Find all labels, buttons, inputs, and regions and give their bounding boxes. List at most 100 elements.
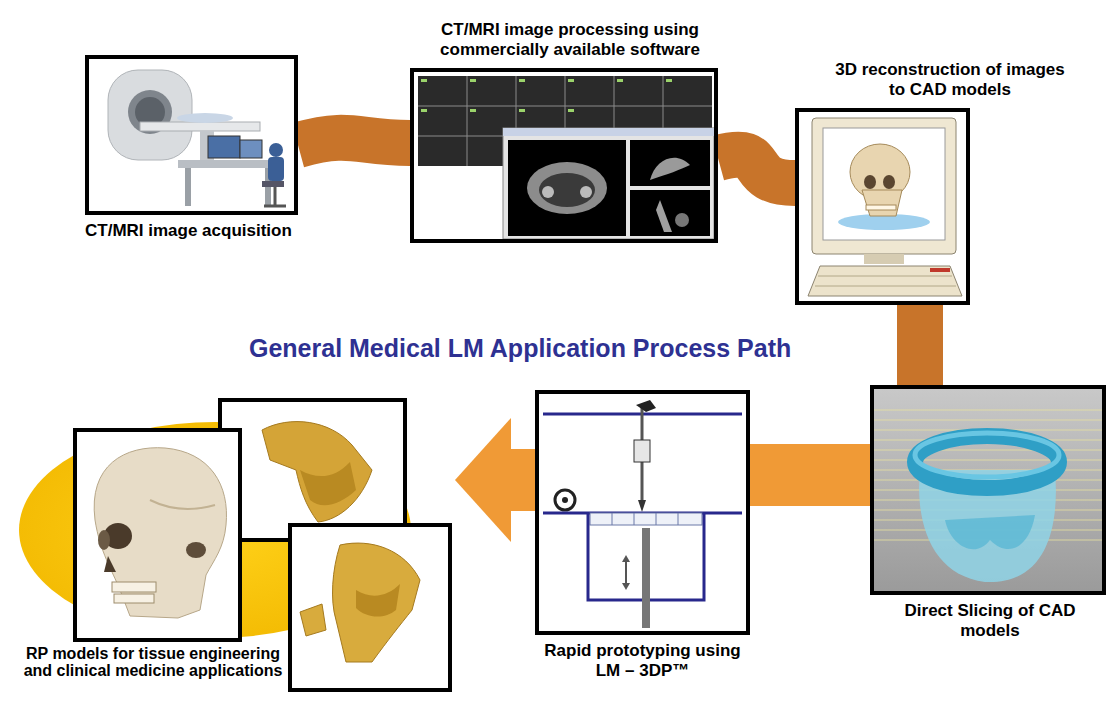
ct-scanner-picture-part: [185, 168, 191, 206]
model-gallery-part: [98, 530, 110, 550]
computer-picture-part: [930, 268, 950, 272]
software-screens-picture-part: [503, 128, 714, 239]
flow-band: [718, 155, 795, 183]
computer-picture: [795, 108, 970, 305]
printer-schematic: [535, 390, 750, 635]
software-screens-picture-part: [542, 186, 554, 198]
model-gallery-part: [114, 594, 154, 603]
software-screens-picture-part: [421, 79, 672, 112]
software-screens-picture-part: [503, 128, 714, 136]
ct-scanner-picture-part: [269, 143, 283, 157]
software-screens-picture-part-part: [470, 79, 476, 82]
ct-scanner-picture-part: [264, 205, 286, 208]
flow-band: [455, 418, 535, 542]
model-gallery-part: [290, 525, 450, 690]
sliced-model-picture-part: [915, 433, 1059, 477]
step-caption: RP models for tissue engineering and cli…: [22, 645, 284, 679]
printer-schematic-part: [636, 400, 656, 412]
software-screens-picture-part-part: [467, 76, 468, 166]
printer-schematic-part: [634, 440, 650, 462]
printer-schematic-part-part: [678, 513, 679, 525]
ct-scanner-picture: [85, 55, 298, 215]
image-frame: CT/MRI image acquisition: [85, 55, 298, 215]
printer-schematic-part-part: [634, 513, 635, 525]
software-screens-picture-part-part: [568, 79, 574, 82]
software-screens-picture: [410, 68, 718, 243]
model-gallery-part: [104, 556, 116, 572]
computer-picture-part: [866, 205, 896, 210]
diagram-title: General Medical LM Application Process P…: [249, 334, 791, 363]
printer-schematic-part: [622, 555, 630, 562]
sliced-model-picture: [870, 385, 1106, 595]
software-screens-picture-part: [527, 162, 607, 214]
software-screens-picture-part: [580, 186, 592, 198]
ct-scanner-picture-part: [208, 136, 240, 158]
ct-scanner-picture-part: [85, 55, 298, 215]
flow-band-body: [718, 155, 795, 183]
software-screens-picture-part-part: [418, 106, 712, 107]
software-screens-picture-part-part: [421, 109, 427, 112]
sliced-model-picture-part: [945, 515, 1035, 549]
model-gallery-part: [75, 430, 240, 640]
model-gallery-part: [262, 422, 372, 522]
ct-scanner-picture-part: [178, 160, 278, 168]
computer-picture-part: [823, 128, 945, 240]
computer-picture-part: [812, 118, 956, 254]
step-caption: CT/MRI image processing using commercial…: [405, 20, 735, 60]
step-caption: Direct Slicing of CAD models: [890, 601, 1090, 641]
model-gallery: [19, 400, 450, 690]
model-gallery-part: [150, 500, 215, 509]
computer-picture-part: [795, 108, 970, 305]
flow-band: [920, 305, 921, 385]
ct-scanner-picture-part: [274, 187, 277, 205]
printer-schematic-part: [612, 513, 678, 525]
ct-scanner-picture-part: [108, 70, 192, 160]
printer-schematic-part: [625, 560, 627, 585]
sliced-model-picture-part: [915, 436, 1059, 488]
flow-band-body: [750, 444, 870, 506]
computer-picture-part-part: [818, 276, 952, 277]
image-frame: Rapid prototyping using LM – 3DP™: [535, 390, 750, 635]
flow-band-body: [897, 305, 943, 385]
model-gallery-part: [220, 400, 405, 540]
ct-scanner-picture-part: [240, 140, 262, 158]
printer-schematic-part: [642, 528, 650, 628]
model-gallery-part: [186, 542, 206, 558]
model-gallery-part: [300, 604, 326, 636]
model-gallery-part: [300, 462, 356, 505]
step-caption: CT/MRI image acquisition: [85, 221, 405, 241]
software-screens-picture-part-part: [519, 79, 525, 82]
software-screens-picture-part-part: [666, 79, 672, 82]
printer-schematic-part: [638, 500, 646, 512]
step-caption: 3D reconstruction of images to CAD model…: [830, 60, 1070, 100]
computer-picture-part: [883, 175, 895, 189]
model-group: RP models for tissue engineering and cli…: [18, 395, 455, 643]
ct-scanner-picture-part: [177, 113, 233, 123]
sliced-model-picture-part-part: [874, 450, 1106, 451]
computer-picture-part-part: [815, 286, 956, 287]
computer-picture-part: [864, 175, 876, 189]
printer-schematic-part: [622, 583, 630, 590]
software-screens-picture-part: [656, 200, 672, 232]
flow-band-body: [298, 138, 410, 145]
software-screens-picture-part: [675, 213, 689, 227]
software-screens-picture-part: [410, 68, 718, 243]
sliced-model-picture-part-part: [874, 410, 1106, 411]
printer-schematic-part: [535, 390, 750, 635]
software-screens-picture-part-part: [421, 79, 427, 82]
model-gallery-part: [356, 584, 400, 617]
flow-band: [750, 475, 870, 476]
sliced-model-picture-part-part: [874, 420, 1106, 421]
sliced-model-picture-part: [870, 385, 1106, 595]
printer-schematic-part-part: [656, 513, 657, 525]
software-screens-picture-part: [539, 173, 595, 207]
software-screens-picture-part: [630, 190, 710, 236]
ct-scanner-picture-part: [140, 122, 260, 131]
printer-schematic-part: [555, 490, 575, 510]
software-screens-picture-part-part: [519, 109, 525, 112]
step-caption: Rapid prototyping using LM – 3DP™: [530, 641, 755, 681]
software-screens-picture-part-part: [617, 79, 623, 82]
arrow-head: [455, 418, 511, 542]
image-frame: 3D reconstruction of images to CAD model…: [795, 108, 970, 305]
